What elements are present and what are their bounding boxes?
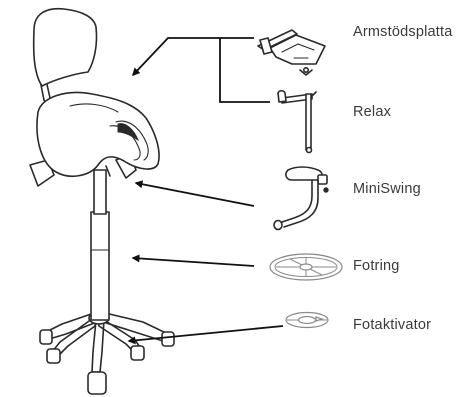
relax-illustration xyxy=(278,91,316,153)
foot-activator-pointer xyxy=(129,326,283,341)
label-armstodsplatta: Armstödsplatta xyxy=(353,24,453,40)
pointer-lines xyxy=(129,38,283,341)
label-miniswing: MiniSwing xyxy=(353,181,421,197)
foot-activator-illustration xyxy=(286,313,328,328)
chair-base xyxy=(40,312,174,394)
saddle-chair-illustration xyxy=(30,9,174,394)
miniswing-illustration xyxy=(274,167,328,230)
label-relax: Relax xyxy=(353,104,391,120)
label-fotring: Fotring xyxy=(353,258,400,274)
bracket-pointer xyxy=(133,38,254,75)
armrest-plate-illustration xyxy=(258,30,325,75)
chair-column xyxy=(91,170,109,320)
footring-pointer xyxy=(133,258,254,266)
miniswing-pointer xyxy=(136,183,254,206)
footring-illustration xyxy=(270,254,342,280)
label-fotaktivator: Fotaktivator xyxy=(353,317,431,333)
